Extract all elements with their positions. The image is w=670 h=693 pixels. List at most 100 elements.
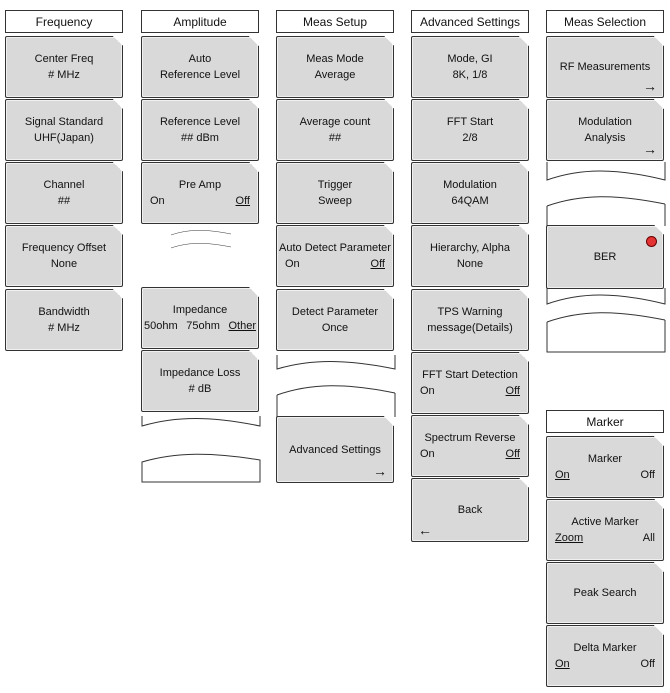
impedance-key[interactable]: Impedance 50ohm 75ohm Other bbox=[141, 287, 259, 349]
key-label: Meas Mode bbox=[306, 53, 364, 65]
toggle-on: On bbox=[420, 385, 435, 397]
peak-search-key[interactable]: Peak Search bbox=[546, 562, 664, 624]
key-label: Bandwidth bbox=[38, 306, 90, 318]
toggle-row: Zoom All bbox=[547, 530, 663, 546]
toggle-on-selected: On bbox=[555, 658, 570, 670]
toggle-row: On Off bbox=[142, 193, 258, 209]
toggle-row: On Off bbox=[412, 446, 528, 462]
amplitude-menu-title: Amplitude bbox=[141, 10, 259, 33]
channel-key[interactable]: Channel ## bbox=[5, 162, 123, 224]
back-arrow-icon: ← bbox=[418, 522, 432, 538]
advanced-settings-key[interactable]: Advanced Settings → bbox=[276, 416, 394, 483]
key-label-2: Reference Level bbox=[159, 69, 241, 81]
key-label: RF Measurements bbox=[559, 61, 651, 73]
key-label: Detect Parameter bbox=[291, 306, 379, 318]
delta-marker-key[interactable]: Delta Marker On Off bbox=[546, 625, 664, 687]
key-label: Advanced Settings bbox=[289, 443, 381, 456]
menu-gap-wave bbox=[546, 288, 666, 353]
active-marker-key[interactable]: Active Marker Zoom All bbox=[546, 499, 664, 561]
key-label: Pre Amp bbox=[178, 179, 222, 191]
auto-detect-parameter-key[interactable]: Auto Detect Parameter On Off bbox=[276, 225, 394, 287]
spectrum-reverse-key[interactable]: Spectrum Reverse On Off bbox=[411, 415, 529, 477]
key-value: ## dBm bbox=[181, 132, 219, 144]
fft-start-key[interactable]: FFT Start 2/8 bbox=[411, 99, 529, 161]
key-value: Once bbox=[321, 322, 349, 334]
key-value: UHF(Japan) bbox=[34, 132, 94, 144]
center-freq-key[interactable]: Center Freq # MHz bbox=[5, 36, 123, 98]
toggle-off: Off bbox=[640, 658, 655, 670]
mode-gi-key[interactable]: Mode, GI 8K, 1/8 bbox=[411, 36, 529, 98]
key-label: Peak Search bbox=[573, 587, 637, 599]
key-label: Marker bbox=[587, 453, 623, 465]
average-count-key[interactable]: Average count ## bbox=[276, 99, 394, 161]
key-value: Sweep bbox=[318, 195, 352, 207]
impedance-loss-key[interactable]: Impedance Loss # dB bbox=[141, 350, 259, 412]
key-label: Auto bbox=[188, 53, 212, 65]
key-value: None bbox=[50, 258, 78, 270]
toggle-off-selected: Off bbox=[370, 258, 385, 270]
fft-start-detection-key[interactable]: FFT Start Detection On Off bbox=[411, 352, 529, 414]
key-value: ## bbox=[57, 195, 71, 207]
key-label: Average count bbox=[299, 116, 371, 128]
pre-amp-key[interactable]: Pre Amp On Off bbox=[141, 162, 259, 224]
hierarchy-alpha-key[interactable]: Hierarchy, Alpha None bbox=[411, 225, 529, 287]
rf-measurements-key[interactable]: RF Measurements → bbox=[546, 36, 664, 98]
key-value: None bbox=[456, 258, 484, 270]
toggle-row: On Off bbox=[277, 256, 393, 272]
toggle-on: On bbox=[285, 258, 300, 270]
toggle-on: On bbox=[420, 448, 435, 460]
key-label: Modulation bbox=[578, 116, 632, 128]
key-value: ## bbox=[328, 132, 342, 144]
meas-setup-menu-title: Meas Setup bbox=[276, 10, 394, 33]
submenu-arrow-icon: → bbox=[643, 141, 657, 157]
toggle-row: On Off bbox=[547, 467, 663, 483]
toggle-off-selected: Off bbox=[505, 448, 520, 460]
key-label: FFT Start bbox=[446, 116, 494, 128]
toggle-off-selected: Off bbox=[505, 385, 520, 397]
back-key[interactable]: Back ← bbox=[411, 478, 529, 542]
impedance-75ohm: 75ohm bbox=[186, 320, 220, 332]
toggle-on: On bbox=[150, 195, 165, 207]
key-value: 64QAM bbox=[451, 195, 489, 207]
meas-mode-key[interactable]: Meas Mode Average bbox=[276, 36, 394, 98]
key-label: Reference Level bbox=[159, 116, 241, 128]
key-label: Modulation bbox=[443, 179, 497, 191]
key-label: FFT Start Detection bbox=[422, 369, 518, 381]
toggle-off-selected: Off bbox=[235, 195, 250, 207]
zoom-option-selected: Zoom bbox=[555, 532, 584, 544]
key-label: Hierarchy, Alpha bbox=[430, 242, 510, 254]
meas-selection-menu-title: Meas Selection bbox=[546, 10, 664, 33]
menu-gap-wave bbox=[276, 355, 396, 417]
marker-toggle-key[interactable]: Marker On Off bbox=[546, 436, 664, 498]
key-label: Back bbox=[457, 504, 483, 516]
key-label: Mode, GI bbox=[447, 53, 493, 65]
tps-warning-key[interactable]: TPS Warning message(Details) bbox=[411, 289, 529, 351]
bandwidth-key[interactable]: Bandwidth # MHz bbox=[5, 289, 123, 351]
key-label: Trigger bbox=[317, 179, 353, 191]
submenu-arrow-icon: → bbox=[373, 463, 387, 479]
key-value: 2/8 bbox=[462, 132, 478, 144]
advanced-settings-menu-title: Advanced Settings bbox=[411, 10, 529, 33]
ber-key[interactable]: BER bbox=[546, 225, 664, 289]
toggle-on-selected: On bbox=[555, 469, 570, 481]
trigger-key[interactable]: Trigger Sweep bbox=[276, 162, 394, 224]
key-value: # MHz bbox=[48, 322, 80, 334]
all-option: All bbox=[642, 532, 655, 544]
frequency-offset-key[interactable]: Frequency Offset None bbox=[5, 225, 123, 287]
signal-standard-key[interactable]: Signal Standard UHF(Japan) bbox=[5, 99, 123, 161]
modulation-analysis-key[interactable]: Modulation Analysis → bbox=[546, 99, 664, 161]
auto-reference-level-key[interactable]: Auto Reference Level bbox=[141, 36, 259, 98]
key-label: Channel bbox=[43, 179, 85, 191]
key-label: Center Freq bbox=[34, 53, 94, 65]
modulation-key[interactable]: Modulation 64QAM bbox=[411, 162, 529, 224]
key-value: message(Details) bbox=[427, 322, 513, 334]
reference-level-key[interactable]: Reference Level ## dBm bbox=[141, 99, 259, 161]
key-label: Auto Detect Parameter bbox=[279, 242, 391, 254]
menu-gap-wave bbox=[170, 230, 232, 249]
detect-parameter-key[interactable]: Detect Parameter Once bbox=[276, 289, 394, 351]
key-label: Frequency Offset bbox=[21, 242, 107, 254]
menu-gap-wave bbox=[546, 162, 666, 226]
key-label: Active Marker bbox=[571, 516, 639, 528]
key-value: # dB bbox=[188, 383, 212, 395]
impedance-other-selected: Other bbox=[228, 320, 256, 332]
